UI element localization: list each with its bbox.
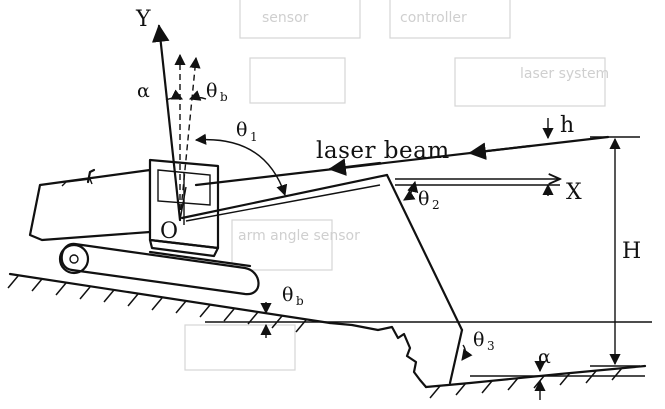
ghost-text-arm-angle-sensor: arm angle sensor [238, 228, 360, 244]
cab-window [157, 169, 211, 206]
label-H: H [622, 239, 641, 264]
coordinate-axes [151, 24, 201, 222]
theta-1-arc [194, 133, 288, 197]
track-wheel-front [58, 243, 90, 275]
exhaust-pipe [86, 168, 96, 184]
label-theta-b-low-sub: b [296, 294, 304, 308]
label-theta-3: θ [473, 329, 484, 351]
excavator [28, 158, 260, 296]
turntable [148, 238, 220, 258]
angle-arcs [165, 89, 546, 400]
label-theta-3-sub: 3 [487, 339, 495, 353]
boom [180, 173, 389, 220]
theta-3-arc [461, 344, 473, 361]
label-theta-2: θ [418, 188, 429, 210]
H-dimension [590, 136, 640, 367]
label-theta-b-top-sub: b [220, 90, 228, 104]
bucket [448, 328, 464, 385]
x-reference-line [179, 186, 187, 221]
trench-wall [328, 321, 428, 389]
boom-lower-edge [185, 184, 381, 222]
label-theta-b-low: θ [282, 284, 293, 306]
upper-slope-line [8, 272, 332, 325]
theta-2-arc [403, 180, 419, 201]
upper-slope-hatching [7, 275, 307, 333]
label-y-axis: Y [135, 7, 151, 32]
label-alpha-top: α [137, 80, 150, 102]
label-theta-1: θ [236, 119, 247, 141]
y-axis [151, 24, 182, 222]
ghost-text-sensor: sensor [262, 10, 309, 26]
track-frame [148, 250, 252, 268]
label-alpha-low: α [538, 346, 551, 368]
background-ghost-blocks: sensor controller laser system arm angle… [184, 0, 609, 371]
engine-detail [61, 178, 93, 187]
label-theta-2-sub: 2 [432, 198, 440, 212]
label-h: h [560, 113, 574, 138]
label-laser-beam: laser beam [316, 138, 450, 164]
labels: Y α θ b θ 1 laser beam h θ 2 X O H θ b θ… [135, 7, 641, 368]
label-x-axis: X [566, 180, 582, 205]
ground [7, 272, 652, 399]
body-axis-dashed [179, 56, 201, 221]
boom-arm-linkage [180, 173, 464, 385]
laser-arrow [468, 142, 532, 160]
track-wheel-front-hub [69, 254, 79, 264]
arm [385, 173, 464, 332]
upper-body [28, 168, 152, 242]
laser-arrow-2 [328, 158, 382, 176]
ghost-text-controller: controller [400, 10, 467, 26]
label-theta-1-sub: 1 [250, 130, 258, 144]
ghost-text-laser-system: laser system [520, 66, 609, 82]
trench-bottom [424, 364, 647, 389]
label-theta-b-top: θ [206, 80, 217, 102]
label-origin: O [160, 219, 178, 244]
